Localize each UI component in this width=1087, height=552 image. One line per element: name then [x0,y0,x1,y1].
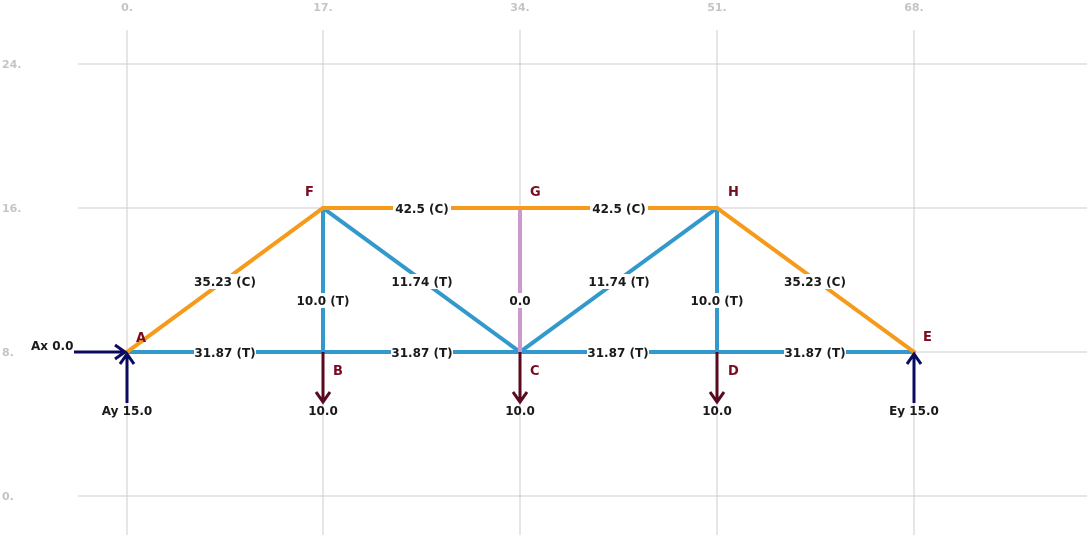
reaction-arrowhead-ay [118,351,136,365]
y-tick-label: 8. [2,346,14,359]
reactions [74,343,923,403]
member-label-GH: 42.5 (C) [592,202,646,216]
x-tick-label: 68. [904,1,924,14]
y-tick-label: 0. [2,490,14,503]
member-label-BC: 31.87 (T) [391,346,452,360]
member-label-CD: 31.87 (T) [587,346,648,360]
y-tick-label: 24. [2,58,22,71]
member-label-FC: 11.74 (T) [391,275,452,289]
reaction-label-ay: Ay 15.0 [102,404,152,418]
node-labels: A B C D E F G H [136,185,932,379]
member-label-HE: 35.23 (C) [784,275,846,289]
reaction-label-ey: Ey 15.0 [889,404,939,418]
node-label-c[interactable]: C [530,364,540,379]
member-label-FG: 42.5 (C) [395,202,449,216]
member-label-GC: 0.0 [509,294,530,308]
member-labels: 35.23 (C) 31.87 (T) 31.87 (T) 31.87 (T) … [194,201,846,360]
load-arrowhead-b [314,391,332,405]
node-label-e[interactable]: E [923,330,932,345]
member-label-CH: 11.74 (T) [588,275,649,289]
reaction-arrowhead-ey [905,351,923,365]
reaction-label-ax: Ax 0.0 [31,339,73,353]
member-label-AB: 31.87 (T) [194,346,255,360]
x-tick-label: 0. [121,1,133,14]
node-label-b[interactable]: B [333,364,343,379]
load-arrowhead-d [708,391,726,405]
x-tick-label: 17. [313,1,333,14]
node-label-h[interactable]: H [728,185,739,200]
reaction-arrowhead-ax [114,343,128,361]
node-label-g[interactable]: G [530,185,541,200]
x-tick-label: 34. [510,1,530,14]
load-label-d: 10.0 [702,404,732,418]
axis-labels: 0. 17. 34. 51. 68. 24. 16. 8. 0. [2,1,924,503]
member-label-FB: 10.0 (T) [297,294,350,308]
member-label-AF: 35.23 (C) [194,275,256,289]
x-tick-label: 51. [707,1,727,14]
loads [314,352,726,405]
load-label-c: 10.0 [505,404,535,418]
member-label-DE: 31.87 (T) [784,346,845,360]
member-label-HD: 10.0 (T) [691,294,744,308]
node-label-d[interactable]: D [728,364,739,379]
y-tick-label: 16. [2,202,22,215]
node-label-f[interactable]: F [305,185,314,200]
load-arrowhead-c [511,391,529,405]
load-label-b: 10.0 [308,404,338,418]
node-label-a[interactable]: A [136,331,146,346]
